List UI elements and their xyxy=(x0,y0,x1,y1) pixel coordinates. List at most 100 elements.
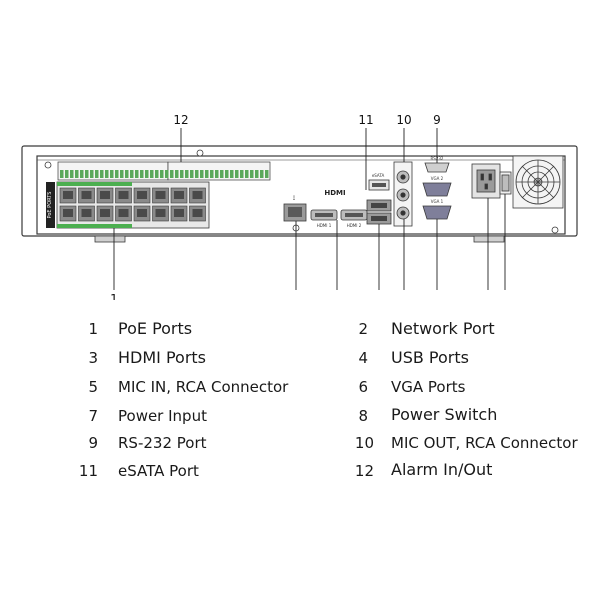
poe-port-socket xyxy=(118,191,129,199)
legend-num-2: 2 xyxy=(358,320,368,338)
poe-port-socket xyxy=(63,209,73,217)
legend-label-10: MIC OUT, RCA Connector xyxy=(391,434,578,452)
legend-label-5: MIC IN, RCA Connector xyxy=(118,378,289,396)
alarm-terminal-pin xyxy=(115,170,119,178)
rs232-vga-ports: RS232 VGA 2 VGA 1 xyxy=(422,156,452,220)
legend-label-2: Network Port xyxy=(391,319,495,338)
alarm-terminal-pin xyxy=(75,170,79,178)
alarm-terminal-pin xyxy=(180,170,184,178)
legend-num-7: 7 xyxy=(88,407,98,425)
legend-label-1: PoE Ports xyxy=(118,319,193,338)
callout-numbers: 1 2 3 4 5 6 7 8 9 10 11 12 xyxy=(110,113,441,300)
hdmi1-label: HDMI 1 xyxy=(317,223,332,228)
poe-port-socket xyxy=(81,209,92,217)
poe-label: PoE PORTS xyxy=(47,192,53,219)
poe-port-socket xyxy=(155,209,166,217)
alarm-terminal-pin xyxy=(110,170,114,178)
alarm-terminal-pin xyxy=(65,170,69,178)
legend-num-5: 5 xyxy=(88,378,98,396)
alarm-terminal-pin xyxy=(135,170,139,178)
alarm-terminal-pin xyxy=(120,170,124,178)
vga2-label: VGA 2 xyxy=(431,176,444,181)
alarm-terminal-pin xyxy=(150,170,154,178)
alarm-terminal-pin xyxy=(240,170,244,178)
alarm-terminal-pin xyxy=(230,170,234,178)
alarm-terminal-pin xyxy=(225,170,229,178)
feet xyxy=(94,235,505,243)
poe-port-socket xyxy=(63,191,73,199)
alarm-terminal-pin xyxy=(185,170,189,178)
legend-num-1: 1 xyxy=(88,320,98,338)
rca-connectors xyxy=(393,161,413,227)
alarm-terminal-pin xyxy=(60,170,64,178)
legend-num-8: 8 xyxy=(358,407,368,425)
poe-port-socket xyxy=(174,209,184,217)
fan-grille xyxy=(512,155,564,209)
poe-port-socket xyxy=(118,209,129,217)
poe-port-socket xyxy=(174,191,184,199)
alarm-terminal-pin xyxy=(90,170,94,178)
legend-num-4: 4 xyxy=(358,349,368,367)
callout-11: 11 xyxy=(358,113,373,127)
nvr-rear-panel-diagram: PoE PORTS ⟟ HDMI HDMI 1 HDMI 2 eSATA xyxy=(21,113,578,300)
alarm-terminal-pin xyxy=(255,170,259,178)
alarm-terminal-pin xyxy=(265,170,269,178)
alarm-terminal-pin xyxy=(215,170,219,178)
callout-lines xyxy=(113,128,506,290)
alarm-terminal-pin xyxy=(140,170,144,178)
alarm-terminal-pin xyxy=(260,170,264,178)
alarm-terminal-pin xyxy=(85,170,89,178)
poe-port-socket xyxy=(100,191,110,199)
legend-num-3: 3 xyxy=(88,349,98,367)
legend-label-6: VGA Ports xyxy=(391,378,466,396)
alarm-terminal-pin xyxy=(95,170,99,178)
alarm-terminal-pin xyxy=(205,170,209,178)
poe-port-socket xyxy=(81,191,92,199)
legend-num-11: 11 xyxy=(78,462,98,480)
hdmi-logo: HDMI xyxy=(324,189,345,197)
legend-num-12: 12 xyxy=(354,462,374,480)
legend-label-3: HDMI Ports xyxy=(118,348,207,367)
alarm-terminal-pin xyxy=(125,170,129,178)
legend-label-12: Alarm In/Out xyxy=(391,460,493,479)
esata-usb-stack: eSATA xyxy=(366,173,392,225)
poe-port-socket xyxy=(137,209,147,217)
alarm-terminal-pin xyxy=(70,170,74,178)
hdmi-ports: HDMI HDMI 1 HDMI 2 xyxy=(310,189,368,228)
alarm-terminal-pin xyxy=(190,170,194,178)
svg-text:⟟: ⟟ xyxy=(293,195,295,202)
alarm-terminal-pin xyxy=(130,170,134,178)
legend-num-9: 9 xyxy=(88,434,98,452)
alarm-terminal-pin xyxy=(210,170,214,178)
alarm-terminal-pin xyxy=(145,170,149,178)
alarm-terminal-pin xyxy=(175,170,179,178)
alarm-terminal-pin xyxy=(235,170,239,178)
callout-12: 12 xyxy=(173,113,188,127)
alarm-terminal-pin xyxy=(80,170,84,178)
poe-label-strip xyxy=(46,182,55,228)
power-input xyxy=(471,163,501,199)
poe-port-socket xyxy=(192,209,203,217)
legend-num-6: 6 xyxy=(358,378,368,396)
alarm-terminal-pin xyxy=(105,170,109,178)
chassis xyxy=(21,145,578,237)
poe-port-socket xyxy=(155,191,166,199)
poe-ports xyxy=(56,181,210,229)
legend-num-10: 10 xyxy=(354,434,374,452)
vga1-label: VGA 1 xyxy=(431,199,444,204)
alarm-terminal-pin xyxy=(195,170,199,178)
alarm-terminal-pin xyxy=(170,170,174,178)
network-port: ⟟ xyxy=(283,195,307,222)
alarm-terminal-pin xyxy=(160,170,164,178)
esata-label: eSATA xyxy=(372,173,385,178)
callout-9: 9 xyxy=(433,113,441,127)
alarm-terminal-pin xyxy=(100,170,104,178)
callout-10: 10 xyxy=(396,113,411,127)
alarm-terminals xyxy=(57,161,271,181)
alarm-terminal-pin xyxy=(250,170,254,178)
poe-port-socket xyxy=(137,191,147,199)
poe-port-socket xyxy=(192,191,203,199)
poe-port-socket xyxy=(100,209,110,217)
legend-label-9: RS-232 Port xyxy=(118,434,207,452)
alarm-terminal-pin xyxy=(155,170,159,178)
